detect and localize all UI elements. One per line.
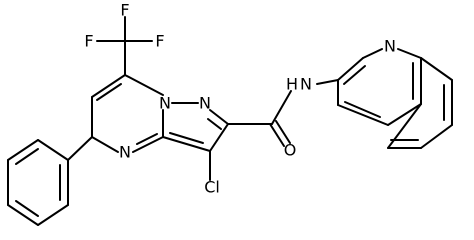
bond-q-c8a-c8 (420, 57, 453, 81)
bond-n4-c3a-inner (136, 133, 158, 145)
atom-f-right: F (155, 32, 164, 51)
bond-ph-c3-c4-inner (15, 200, 39, 217)
bond-ph-c5-c6 (7, 139, 39, 161)
bond-n1-c2-inner (207, 118, 222, 130)
bond-q-c4-c3-inner (344, 101, 381, 118)
atom-n-bridgehead: N (159, 94, 171, 113)
bond-carbonyl-nh (271, 90, 292, 125)
bond-c5-n4 (91, 136, 119, 153)
bond-q-n1-c8a (397, 48, 422, 59)
bond-set (7, 16, 453, 226)
bond-c5-phenyl (67, 136, 93, 161)
bond-q-c4a-c4 (387, 103, 422, 126)
bond-q-c3-c2 (337, 57, 364, 81)
bond-ph-c2-c3 (37, 204, 69, 226)
atom-o: O (284, 141, 297, 160)
atom-f-top: F (120, 1, 129, 20)
bond-ph-c5-c6-inner (15, 148, 39, 165)
bond-c2-c3 (209, 123, 229, 152)
atom-labels: F F F N N N Cl O H N N (84, 1, 396, 197)
bond-c7-c6-inner (96, 83, 122, 101)
bond-nh-quinoline (316, 79, 339, 85)
bond-n1-c2 (209, 109, 229, 125)
atom-n-pyrazole: N (199, 94, 211, 113)
bond-q-c5-c4a (387, 103, 422, 149)
atom-n-pyrimidine: N (119, 143, 131, 162)
bond-q-c2-n1 (362, 48, 383, 59)
atom-n-amide-h: H (286, 75, 298, 94)
atom-f-left: F (84, 32, 93, 51)
bond-n8a-c7 (124, 74, 164, 96)
bond-c7-c6 (91, 74, 126, 98)
bond-q-c7-c6 (420, 124, 453, 149)
bond-c3-c3a-inner (169, 132, 204, 144)
bond-n4-c3a (132, 136, 164, 153)
bond-q-c3-c2-inner (343, 65, 366, 85)
atom-n-quinoline: N (384, 37, 396, 56)
atom-cl: Cl (204, 178, 220, 197)
atom-n-amide: N (300, 75, 312, 94)
bond-carbonyl-o-b (275, 120, 291, 144)
bond-q-c4-c3 (337, 104, 389, 126)
bond-carbonyl-o-a (269, 123, 285, 147)
bond-ph-c6-c1 (37, 139, 69, 161)
bond-c3-c3a (162, 136, 211, 152)
bond-ph-c3-c4 (7, 204, 39, 226)
